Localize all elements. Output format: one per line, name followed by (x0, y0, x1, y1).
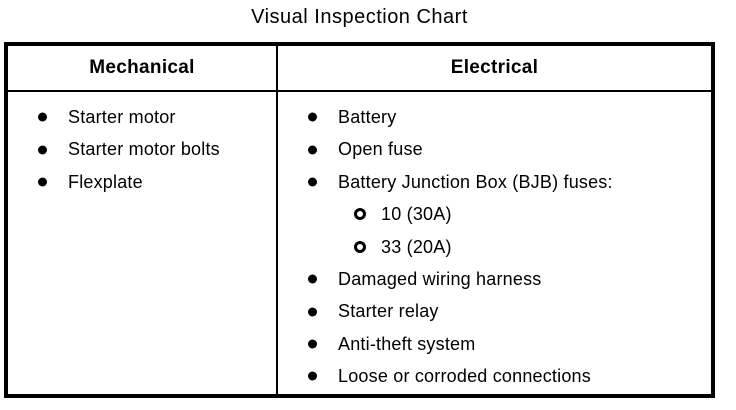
filled-circle-bullet-icon (308, 371, 317, 381)
list-item-label: 33 (20A) (381, 236, 452, 257)
filled-circle-bullet-icon (38, 112, 47, 122)
list-item: Battery (278, 101, 711, 133)
list-item-label: Starter relay (338, 301, 439, 322)
list-item: Open fuse (278, 133, 711, 165)
list-item-label: Battery Junction Box (BJB) fuses: (338, 171, 613, 192)
electrical-item-list: Battery Open fuse Battery Junction Box (… (278, 92, 711, 394)
list-item-label: Battery (338, 107, 397, 127)
mechanical-item-list: Starter motor Starter motor bolts Flexpl… (8, 92, 276, 394)
inspection-chart-table: Mechanical Starter motor Starter motor b… (4, 42, 715, 398)
filled-circle-bullet-icon (308, 145, 317, 155)
list-item: Anti-theft system (278, 328, 711, 360)
list-item: Starter relay (278, 295, 711, 327)
filled-circle-bullet-icon (38, 145, 47, 155)
column-header-mechanical: Mechanical (8, 46, 276, 92)
filled-circle-bullet-icon (308, 339, 317, 349)
list-item-label: Starter motor bolts (68, 139, 220, 160)
filled-circle-bullet-icon (308, 177, 317, 187)
list-item: Loose or corroded connections (278, 360, 711, 392)
list-item: 33 (20A) (278, 231, 711, 263)
filled-circle-bullet-icon (308, 112, 317, 122)
column-electrical: Electrical Battery Open fuse Battery Jun… (278, 46, 711, 394)
list-item: Starter motor (8, 101, 276, 133)
column-header-electrical: Electrical (278, 46, 711, 92)
filled-circle-bullet-icon (308, 307, 317, 317)
list-item-label: 10 (30A) (381, 204, 452, 225)
filled-circle-bullet-icon (38, 177, 47, 187)
page-title: Visual Inspection Chart (251, 6, 468, 28)
list-item: Battery Junction Box (BJB) fuses: (278, 166, 711, 198)
list-item: Damaged wiring harness (278, 263, 711, 295)
list-item-label: Damaged wiring harness (338, 269, 542, 290)
filled-circle-bullet-icon (308, 274, 317, 284)
list-item-label: Open fuse (338, 139, 423, 160)
list-item: Flexplate (8, 166, 276, 198)
open-circle-bullet-icon (354, 208, 366, 221)
list-item: 10 (30A) (278, 198, 711, 230)
column-mechanical: Mechanical Starter motor Starter motor b… (8, 46, 278, 394)
list-item-label: Flexplate (68, 171, 143, 192)
list-item-label: Loose or corroded connections (338, 366, 591, 387)
list-item: Starter motor bolts (8, 133, 276, 165)
list-item-label: Anti-theft system (338, 333, 476, 354)
list-item-label: Starter motor (68, 107, 176, 127)
open-circle-bullet-icon (354, 240, 366, 253)
